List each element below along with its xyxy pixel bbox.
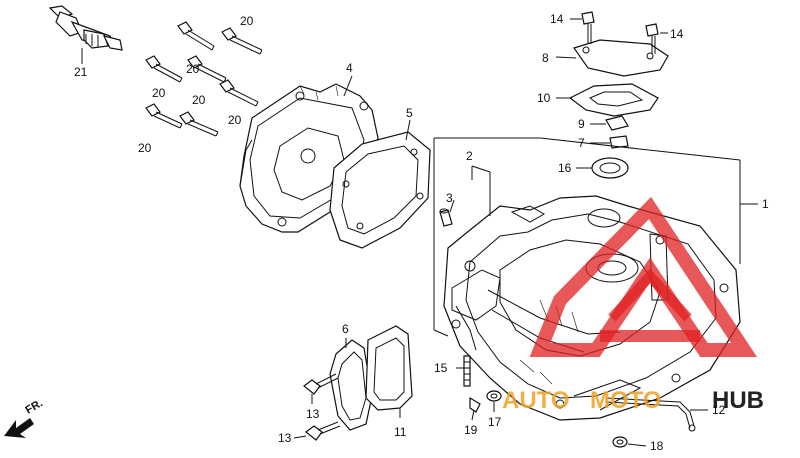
leader-lines — [81, 18, 758, 447]
label-12: 12 — [712, 403, 726, 417]
spark-plug — [48, 5, 123, 62]
label-10: 10 — [537, 91, 551, 105]
bolt-13-a — [303, 373, 339, 395]
label-4: 4 — [346, 61, 353, 75]
label-20-b: 20 — [186, 62, 200, 76]
front-marker-label: FR. — [24, 397, 45, 416]
bolt-20-e — [219, 79, 259, 107]
breather-block — [609, 135, 629, 149]
breather-cover — [573, 39, 669, 77]
side-cover-gasket — [329, 339, 373, 431]
stud-bolt — [463, 355, 471, 387]
washer — [486, 390, 502, 402]
clip — [469, 396, 481, 413]
bolt-20-a — [177, 21, 215, 51]
label-13-a: 13 — [306, 407, 320, 421]
label-11: 11 — [394, 425, 407, 439]
bolt-20-b — [221, 27, 263, 55]
part-labels: 21 20 20 20 20 20 20 4 5 2 3 1 14 14 8 1… — [74, 12, 769, 453]
bolt-20-g — [179, 111, 219, 137]
label-15: 15 — [434, 361, 448, 375]
label-5: 5 — [406, 106, 413, 120]
label-14-b: 14 — [670, 27, 684, 41]
breather-gasket — [568, 83, 659, 117]
washer-18 — [612, 436, 628, 448]
side-cover-plate — [365, 325, 413, 411]
bolt-20-d — [187, 55, 227, 83]
label-2: 2 — [466, 149, 473, 163]
bolt-14-b — [645, 23, 659, 54]
cover-gasket — [329, 131, 431, 249]
label-17: 17 — [488, 415, 502, 429]
oil-seal — [591, 157, 629, 179]
watermark-moto: MOTO — [590, 387, 662, 414]
label-7: 7 — [578, 136, 585, 150]
label-13-b: 13 — [278, 431, 292, 445]
label-21: 21 — [74, 65, 88, 79]
label-18: 18 — [650, 439, 664, 453]
label-19: 19 — [464, 423, 478, 437]
bolt-14-a — [581, 11, 595, 44]
bolt-20-f — [145, 103, 183, 129]
watermark-logo: AUTO MOTO HUB — [502, 196, 764, 414]
rod — [605, 397, 696, 432]
label-20-e: 20 — [228, 113, 242, 127]
watermark-auto: AUTO — [502, 387, 570, 414]
label-20-c: 20 — [152, 86, 166, 100]
label-20-f: 20 — [138, 141, 152, 155]
label-1: 1 — [762, 197, 769, 211]
bolt-20-c — [145, 55, 183, 83]
label-20-d: 20 — [192, 93, 206, 107]
label-3: 3 — [446, 191, 453, 205]
watermark-hub: HUB — [712, 387, 764, 414]
bolt-13-b — [305, 421, 341, 441]
label-14-a: 14 — [550, 12, 564, 26]
label-6: 6 — [342, 322, 349, 336]
dowel-pin — [439, 208, 453, 227]
label-20-a: 20 — [240, 14, 254, 28]
front-direction-arrow: FR. — [4, 397, 45, 438]
label-9: 9 — [578, 117, 585, 131]
breather-valve — [605, 115, 629, 131]
label-16: 16 — [558, 161, 572, 175]
label-8: 8 — [542, 51, 549, 65]
